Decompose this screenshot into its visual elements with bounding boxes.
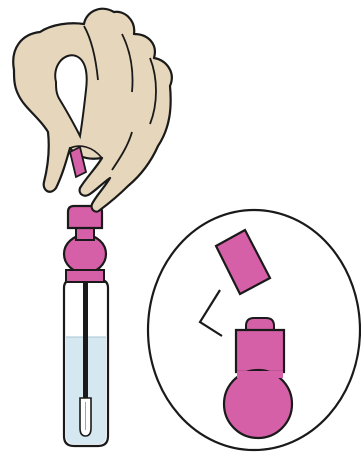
detail-cap-nub <box>245 317 275 333</box>
thumb-crease <box>69 145 103 159</box>
detail-cap-neck-front <box>237 371 283 378</box>
cap-base-ring <box>65 269 105 283</box>
hand-glove <box>12 7 173 213</box>
snapped-cap-piece <box>68 145 88 179</box>
detail-cap-neck <box>234 328 286 374</box>
swab-stick <box>83 272 88 402</box>
detail-inset <box>146 208 361 452</box>
finger-line-4 <box>111 131 133 171</box>
tube-cap <box>62 204 108 283</box>
gloved-hand <box>12 7 173 213</box>
snap-motion-mark <box>198 289 223 337</box>
finger-line-2 <box>121 33 134 93</box>
test-tube <box>62 272 110 448</box>
hand-gap <box>54 54 88 140</box>
detail-snapped-piece <box>214 228 272 296</box>
detail-cap-bulb <box>222 368 294 440</box>
finger-line-1 <box>83 25 99 81</box>
finger-line-3 <box>149 57 157 125</box>
